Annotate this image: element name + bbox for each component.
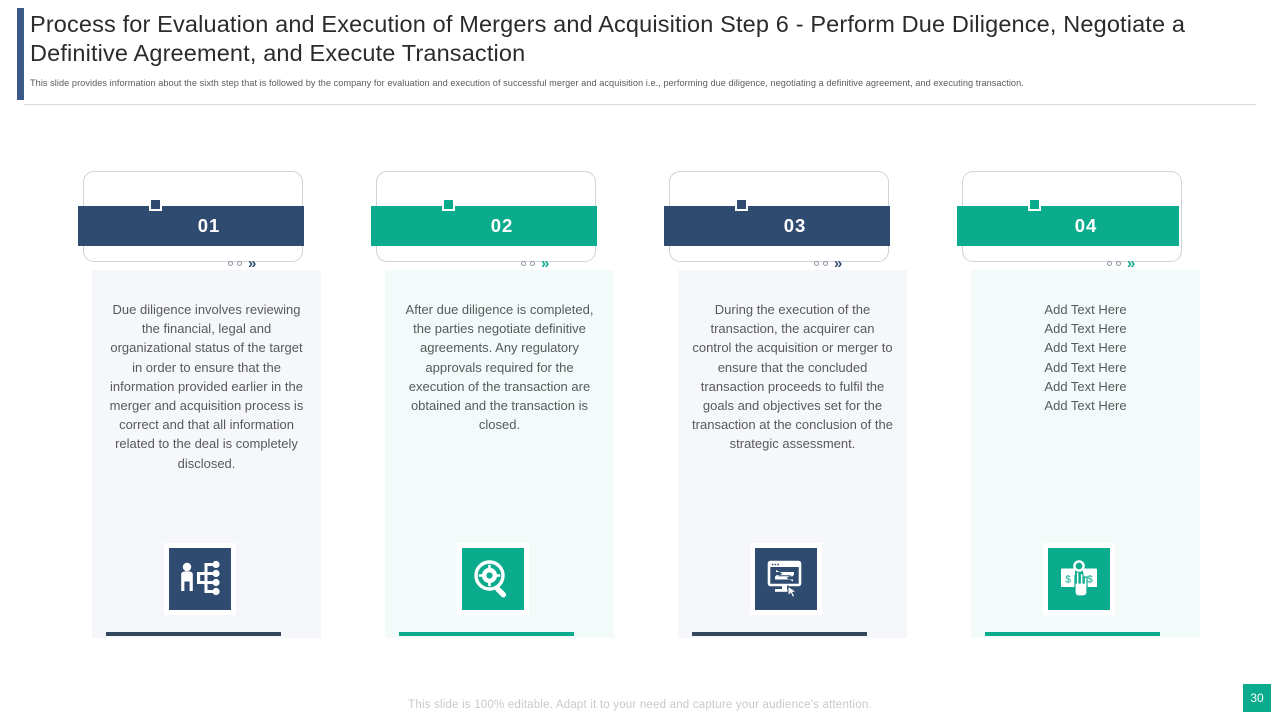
money-hand-icon: $ $ bbox=[1048, 548, 1110, 610]
monitor-exchange-icon bbox=[755, 548, 817, 610]
trail-dot-2 bbox=[237, 261, 242, 266]
step-number-bar: 04 bbox=[957, 206, 1179, 246]
svg-text:$: $ bbox=[1065, 575, 1071, 586]
step-card-04[interactable]: 04 » Add Text Here Add Text Here Add Tex… bbox=[957, 168, 1201, 648]
step-trail: » bbox=[521, 256, 549, 271]
bracket-connector-square bbox=[442, 198, 455, 211]
step-body-text: Due diligence involves reviewing the fin… bbox=[109, 302, 304, 471]
step-body-text: After due diligence is completed, the pa… bbox=[405, 302, 594, 433]
step-trail: » bbox=[1107, 256, 1135, 271]
card-bottom-bar bbox=[985, 632, 1160, 636]
step-card-01[interactable]: 01 » Due diligence involves reviewing th… bbox=[78, 168, 322, 648]
bracket-connector-square bbox=[735, 198, 748, 211]
page-number-badge: 30 bbox=[1243, 684, 1271, 712]
page-subtitle: This slide provides information about th… bbox=[30, 78, 1024, 88]
svg-text:$: $ bbox=[1087, 575, 1093, 586]
step-card-02[interactable]: 02 » After due diligence is completed, t… bbox=[371, 168, 615, 648]
trail-dot-1 bbox=[521, 261, 526, 266]
trail-dot-1 bbox=[814, 261, 819, 266]
trail-dot-1 bbox=[1107, 261, 1112, 266]
step-number: 01 bbox=[197, 215, 221, 236]
slide-header: Process for Evaluation and Execution of … bbox=[0, 0, 1280, 108]
step-trail: » bbox=[228, 256, 256, 271]
steps-row: 01 » Due diligence involves reviewing th… bbox=[78, 168, 1202, 648]
step-number: 03 bbox=[783, 215, 807, 236]
step-body-panel: After due diligence is completed, the pa… bbox=[385, 270, 614, 638]
header-divider bbox=[24, 104, 1256, 105]
bracket-connector-square bbox=[1028, 198, 1041, 211]
card-bottom-bar bbox=[106, 632, 281, 636]
step-number-bar: 03 bbox=[664, 206, 890, 246]
step-icon-frame bbox=[457, 543, 529, 615]
step-icon-frame: $ $ bbox=[1043, 543, 1115, 615]
step-number: 04 bbox=[1074, 215, 1098, 236]
header-text-block: Process for Evaluation and Execution of … bbox=[30, 10, 1260, 91]
trail-dot-2 bbox=[530, 261, 535, 266]
trail-dot-2 bbox=[1116, 261, 1121, 266]
double-chevron-right-icon: » bbox=[1127, 255, 1136, 272]
bracket-connector-square bbox=[149, 198, 162, 211]
step-card-03[interactable]: 03 » During the execution of the transac… bbox=[664, 168, 908, 648]
org-chart-person-icon bbox=[169, 548, 231, 610]
step-number-bar: 01 bbox=[78, 206, 304, 246]
trail-dot-2 bbox=[823, 261, 828, 266]
magnifier-gear-icon bbox=[462, 548, 524, 610]
double-chevron-right-icon: » bbox=[248, 255, 257, 272]
step-body-text: Add Text Here Add Text Here Add Text Her… bbox=[1044, 302, 1127, 414]
header-accent-bar bbox=[17, 8, 24, 100]
card-bottom-bar bbox=[399, 632, 574, 636]
step-number: 02 bbox=[490, 215, 514, 236]
double-chevron-right-icon: » bbox=[541, 255, 550, 272]
step-icon-frame bbox=[164, 543, 236, 615]
double-chevron-right-icon: » bbox=[834, 255, 843, 272]
card-bottom-bar bbox=[692, 632, 867, 636]
footer-note: This slide is 100% editable. Adapt it to… bbox=[408, 699, 872, 711]
step-icon-frame bbox=[750, 543, 822, 615]
step-trail: » bbox=[814, 256, 842, 271]
step-number-bar: 02 bbox=[371, 206, 597, 246]
step-body-text: During the execution of the transaction,… bbox=[692, 302, 893, 452]
page-title: Process for Evaluation and Execution of … bbox=[30, 11, 1186, 66]
trail-dot-1 bbox=[228, 261, 233, 266]
